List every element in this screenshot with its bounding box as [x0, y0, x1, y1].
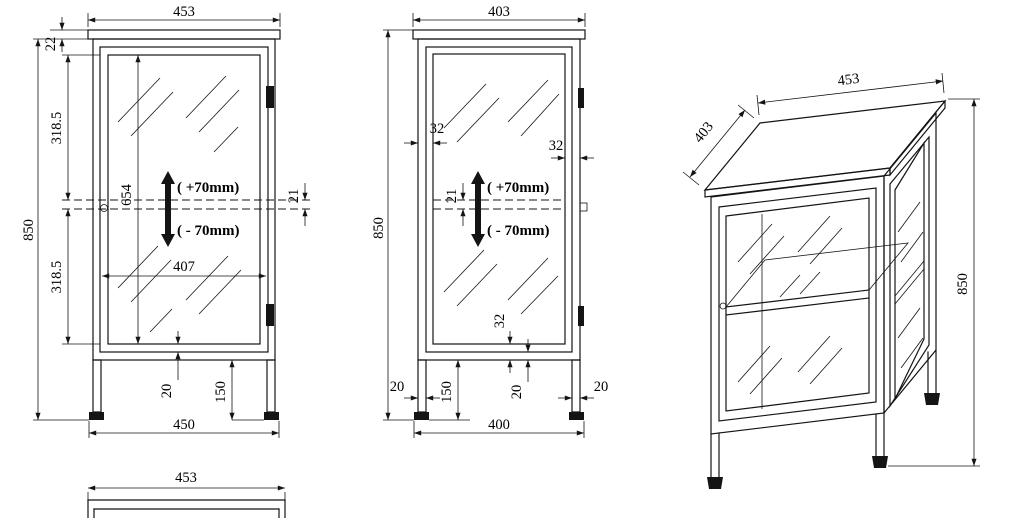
front-dim-top-panel: 22 [43, 37, 59, 52]
front-dim-upper-section: 318.5 [49, 112, 65, 145]
iso-door-handle [719, 302, 727, 310]
side-shelf-adjust-arrow [471, 171, 485, 247]
iso-legs [707, 349, 940, 489]
front-shelf-up-label: ( +70mm) [177, 180, 239, 196]
front-door-hinges [266, 86, 274, 326]
front-dim-inner-width: 407 [173, 259, 195, 275]
front-dim-lower-section: 318.5 [49, 261, 65, 294]
side-cabinet-outline [412, 29, 586, 413]
front-shelf-down-label: ( - 70mm) [177, 223, 239, 239]
front-cabinet-outline [87, 29, 281, 413]
front-shelf-dashed-lines [62, 199, 310, 210]
side-dim-back-leg: 20 [594, 379, 609, 395]
front-dim-bottom-frame: 20 [159, 384, 175, 399]
front-dim-leg-height: 150 [213, 381, 229, 403]
front-dimension-lines [33, 13, 308, 438]
side-dim-overall-height: 850 [371, 217, 387, 239]
front-dim-overall-height: 850 [21, 219, 37, 241]
top-view-partial: 453 [87, 470, 286, 518]
side-hinges [578, 88, 584, 326]
iso-glass-hatching [737, 201, 924, 395]
side-dim-bottom-frame: 32 [492, 314, 508, 329]
iso-dim-width: 453 [837, 71, 861, 90]
top-view-outline [87, 499, 286, 518]
side-shelf-dashed-lines [433, 199, 565, 210]
side-handle [579, 202, 588, 212]
front-door-handle [100, 204, 108, 212]
side-dim-front-leg: 20 [390, 379, 405, 395]
front-dim-top-width: 453 [173, 4, 195, 20]
iso-dim-height: 850 [955, 273, 971, 295]
side-dim-front-frame: 32 [430, 121, 445, 137]
side-dim-top-depth: 403 [488, 4, 510, 20]
side-shelf-down-label: ( - 70mm) [487, 223, 549, 239]
iso-cabinet-outline [703, 99, 947, 435]
side-dimension-lines [383, 13, 594, 438]
front-dim-bottom-width: 450 [173, 417, 195, 433]
top-view-dimension-lines [87, 485, 286, 500]
front-glass-hatching [117, 75, 242, 333]
side-glass-hatching [443, 79, 560, 315]
front-shelf-adjust-arrow [161, 171, 175, 247]
side-dim-shelf-thickness: 21 [444, 189, 460, 204]
isometric-view: 403 453 850 [682, 71, 980, 489]
side-dim-leg-height: 150 [439, 381, 455, 403]
iso-dim-depth: 403 [691, 119, 717, 146]
top-view-dim-width: 453 [175, 470, 197, 486]
side-dim-bottom-rail: 20 [509, 385, 525, 400]
side-view: 403 850 32 32 21 ( +70mm) ( - 70mm) 32 2… [371, 4, 608, 438]
front-dim-door-height: 654 [119, 183, 135, 206]
side-feet [414, 412, 584, 420]
front-view: 453 22 850 318.5 654 318.5 ( +70mm) ( - … [21, 4, 310, 438]
front-dim-shelf-thickness: 21 [286, 189, 302, 204]
side-dim-back-frame: 32 [549, 138, 564, 154]
iso-dimension-lines [682, 72, 980, 467]
iso-shelf [725, 242, 925, 316]
front-feet [89, 412, 279, 420]
side-dim-bottom-depth: 400 [488, 417, 510, 433]
side-shelf-up-label: ( +70mm) [487, 180, 549, 196]
